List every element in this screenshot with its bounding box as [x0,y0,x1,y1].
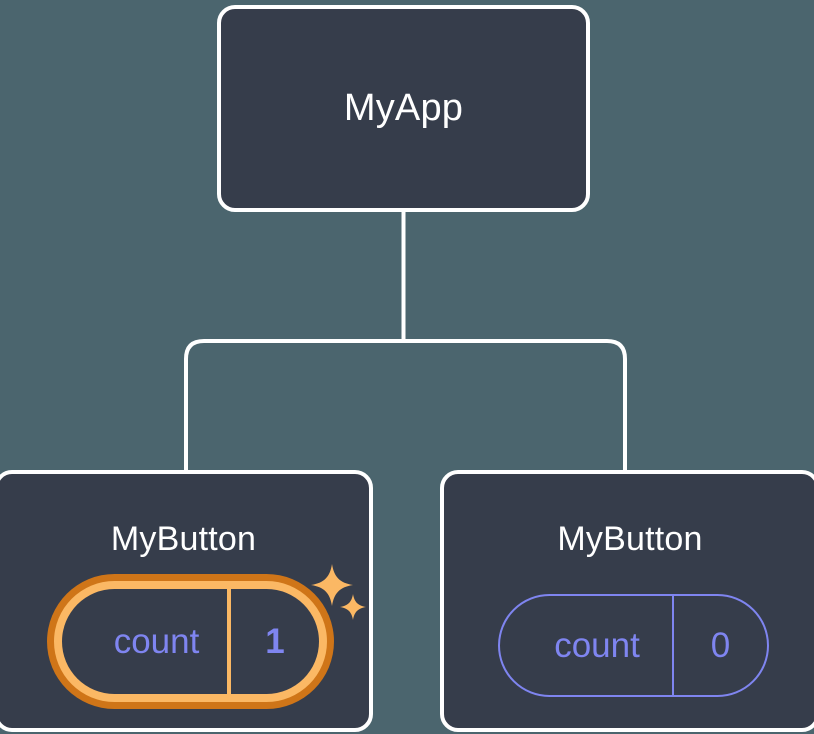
component-node-mybutton-left[interactable]: MyButton count 1 [0,470,373,732]
component-node-body: MyButton count 0 [444,474,814,728]
component-node-mybutton-right[interactable]: MyButton count 0 [440,470,814,732]
state-pill-inner-ring: count 1 [54,581,327,702]
sparkle-large-icon [311,564,353,606]
component-node-title: MyButton [110,520,257,558]
connector-branch-bar [184,339,627,470]
state-key-label: count [554,625,640,665]
component-node-body: MyButton count 1 [0,474,369,728]
state-pill-highlighted[interactable]: count 1 [47,574,334,709]
component-node-title: MyButton [557,520,703,558]
state-value-label: 0 [672,596,767,695]
component-node-title: MyApp [343,87,464,129]
state-key-label: count [113,621,200,661]
state-pill-core: count 1 [62,589,319,694]
component-node-myapp[interactable]: MyApp [217,5,590,212]
sparkle-small-icon [340,594,366,620]
state-pill[interactable]: count 0 [498,594,769,697]
state-value-label: 1 [227,589,319,694]
